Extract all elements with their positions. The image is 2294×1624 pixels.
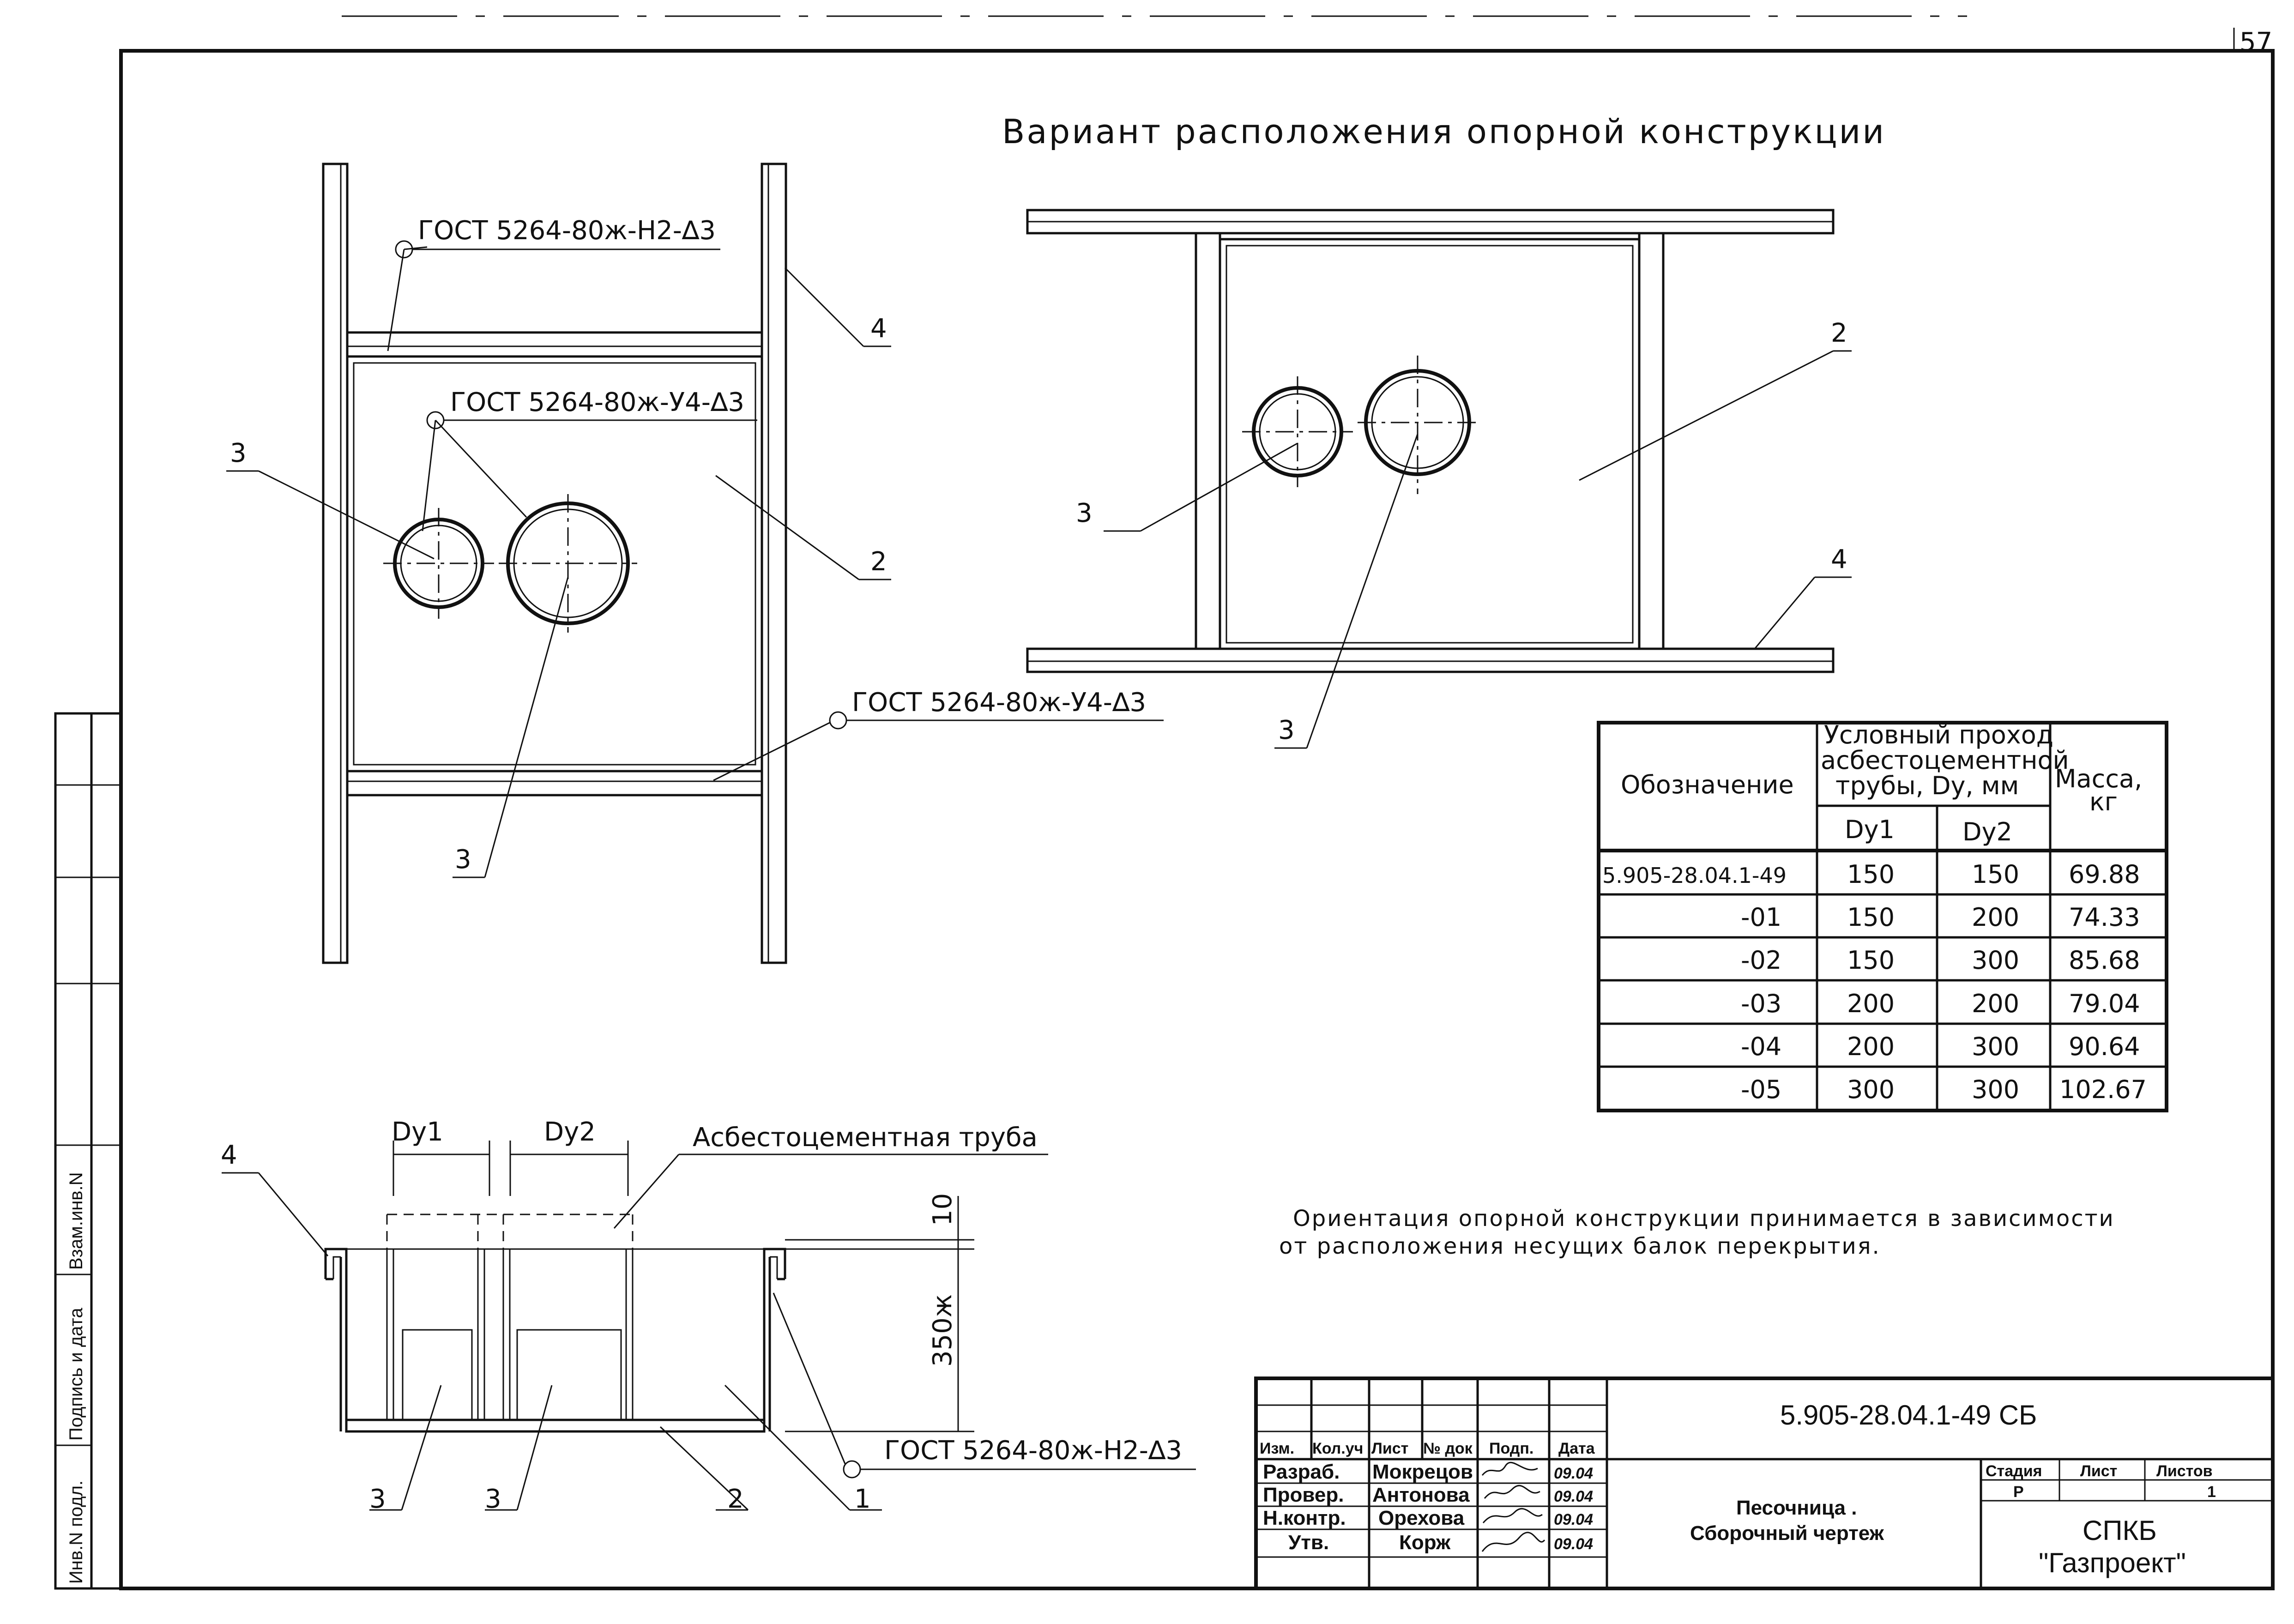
date-utv: 09.04 — [1554, 1535, 1593, 1553]
stage-value: Р — [2013, 1483, 2024, 1501]
weld-label-bottom-left: ГОСТ 5264-80ж-У4-∆3 — [852, 688, 1146, 718]
row-3-dy1: 200 — [1847, 989, 1895, 1018]
row-0-dy2: 150 — [1972, 860, 2019, 889]
row-1-mass: 74.33 — [2069, 903, 2140, 932]
th-mass-1: Масса, — [2055, 764, 2142, 793]
dim-dy2: Dy2 — [544, 1117, 596, 1147]
role-razrab: Разраб. — [1263, 1461, 1340, 1483]
col-kolych: Кол.уч — [1312, 1440, 1363, 1457]
doc-code: 5.905-28.04.1-49 СБ — [1780, 1400, 2037, 1431]
sheet-header: Лист — [2080, 1462, 2117, 1480]
row-4-designation: -04 — [1741, 1032, 1781, 1061]
note-line-2: от расположения несущих балок перекрытия… — [1279, 1233, 1881, 1259]
signatures — [1481, 1462, 1545, 1552]
row-4-mass: 90.64 — [2069, 1032, 2140, 1061]
weld-label-top-left: ГОСТ 5264-80ж-Н2-∆3 — [418, 216, 716, 246]
col-ndok: № док — [1423, 1440, 1473, 1457]
row-5-designation: -05 — [1741, 1075, 1781, 1104]
th-passage-2: асбестоцементной — [1821, 746, 2069, 775]
col-list: Лист — [1371, 1440, 1408, 1457]
row-5-mass: 102.67 — [2059, 1075, 2147, 1104]
callout-section-3b: 3 — [485, 1484, 501, 1514]
th-dy1: Dy1 — [1845, 815, 1895, 844]
org-name: СПКБ — [2083, 1515, 2157, 1546]
stage-header: Стадия — [1986, 1462, 2042, 1480]
row-2-dy2: 300 — [1972, 946, 2019, 975]
th-dy2: Dy2 — [1962, 817, 2012, 846]
name-utv: Корж — [1399, 1531, 1451, 1554]
role-nkontr: Н.контр. — [1263, 1507, 1346, 1529]
callout-section-3a: 3 — [369, 1484, 386, 1514]
callout-section-4: 4 — [221, 1140, 237, 1170]
page-number: 57 — [2240, 27, 2272, 57]
drawing-title: Вариант расположения опорной конструкции — [1002, 112, 1886, 151]
sheets-header: Листов — [2156, 1462, 2213, 1480]
weld-label-pipes: ГОСТ 5264-80ж-У4-∆3 — [450, 387, 744, 417]
callout-right-2: 2 — [1831, 318, 1847, 348]
callout-right-4: 4 — [1831, 544, 1847, 574]
date-nkontr: 09.04 — [1554, 1511, 1593, 1528]
row-1-dy2: 200 — [1972, 903, 2019, 932]
role-utv: Утв. — [1288, 1531, 1329, 1554]
row-3-designation: -03 — [1741, 989, 1781, 1018]
dim-10: 10 — [928, 1193, 958, 1226]
row-4-dy2: 300 — [1972, 1032, 2019, 1061]
dim-dy1: Dy1 — [392, 1117, 443, 1147]
pipe-label: Асбестоцементная труба — [693, 1123, 1038, 1153]
name-prover: Антонова — [1372, 1484, 1470, 1506]
name-nkontr: Орехова — [1378, 1507, 1465, 1529]
row-5-dy2: 300 — [1972, 1075, 2019, 1104]
callout-section-2: 2 — [727, 1484, 744, 1514]
note-line-1: Ориентация опорной конструкции принимает… — [1293, 1206, 2115, 1232]
side-stamp: Инв.N подл. Подпись и дата Взам.инв.N — [54, 712, 122, 1590]
callout-right-3a: 3 — [1076, 498, 1093, 528]
callout-left-3a: 3 — [230, 438, 247, 468]
callout-section-1: 1 — [854, 1484, 871, 1514]
stamp-vzam: Взам.инв.N — [66, 1172, 86, 1270]
row-3-mass: 79.04 — [2069, 989, 2140, 1018]
date-prover: 09.04 — [1554, 1488, 1593, 1505]
th-designation: Обозначение — [1621, 770, 1794, 799]
spec-table-rows: 5.905-28.04.1-49 150 150 69.88 -01 150 2… — [1602, 860, 2147, 1104]
th-passage-3: трубы, Dy, мм — [1835, 771, 2019, 800]
stamp-podpis: Подпись и дата — [66, 1308, 86, 1441]
col-data: Дата — [1558, 1440, 1595, 1457]
row-1-dy1: 150 — [1847, 903, 1895, 932]
plan-view-left — [226, 163, 1164, 964]
th-passage-1: Условный проход — [1824, 720, 2053, 749]
spec-table — [1597, 721, 2168, 1112]
callout-left-3b: 3 — [455, 845, 471, 875]
sheets-value: 1 — [2207, 1483, 2216, 1501]
weld-label-section: ГОСТ 5264-80ж-Н2-∆3 — [884, 1436, 1182, 1466]
stamp-inv-podl: Инв.N подл. — [66, 1480, 86, 1584]
row-0-dy1: 150 — [1847, 860, 1895, 889]
th-mass-2: кг — [2089, 787, 2118, 816]
callout-left-4: 4 — [870, 314, 887, 344]
section-view — [222, 1141, 1196, 1511]
row-2-dy1: 150 — [1847, 946, 1895, 975]
row-2-designation: -02 — [1741, 946, 1781, 975]
col-izm: Изм. — [1260, 1440, 1294, 1457]
callout-left-2: 2 — [870, 547, 887, 577]
row-3-dy2: 200 — [1972, 989, 2019, 1018]
plan-view-right — [1026, 209, 1852, 749]
product-type: Сборочный чертеж — [1690, 1522, 1884, 1545]
row-0-mass: 69.88 — [2069, 860, 2140, 889]
date-razrab: 09.04 — [1554, 1465, 1593, 1482]
title-block — [1254, 1376, 2275, 1590]
row-5-dy1: 300 — [1847, 1075, 1895, 1104]
col-podp: Подп. — [1489, 1440, 1533, 1457]
name-razrab: Мокрецов — [1372, 1461, 1473, 1483]
dim-350: 350ж — [928, 1294, 958, 1367]
row-1-designation: -01 — [1741, 903, 1781, 932]
role-prover: Провер. — [1263, 1484, 1344, 1506]
product-name: Песочница . — [1736, 1497, 1857, 1519]
org-subname: "Газпроект" — [2039, 1547, 2186, 1578]
callout-right-3b: 3 — [1278, 715, 1295, 745]
row-2-mass: 85.68 — [2069, 946, 2140, 975]
row-4-dy1: 200 — [1847, 1032, 1895, 1061]
row-0-designation: 5.905-28.04.1-49 — [1602, 863, 1787, 888]
